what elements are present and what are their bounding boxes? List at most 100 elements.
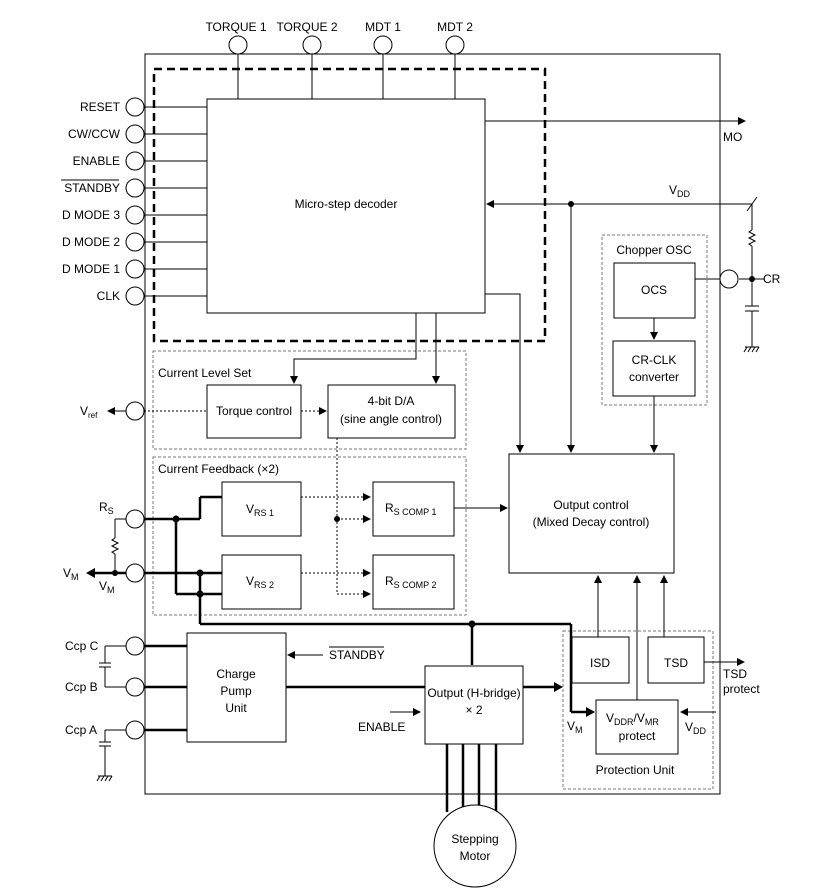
cr-resistor: [747, 229, 757, 247]
feedback-group-label: Current Feedback (×2): [158, 462, 279, 476]
vddr-block: [595, 699, 679, 755]
pin-mdt1: [373, 35, 393, 55]
ocs-block: [613, 262, 696, 319]
vdd-prot-label: VDD: [685, 720, 707, 736]
pin-label-dmode3: D MODE 3: [62, 208, 120, 222]
cr-label: CR: [763, 272, 781, 286]
charge-pump-label-3: Unit: [225, 701, 247, 715]
vm-label-left: VM: [63, 566, 79, 582]
pin-ccp-a: [125, 720, 145, 740]
hbridge-block: [424, 665, 524, 745]
pin-label-mdt2: MDT 2: [437, 20, 473, 34]
protection-group: [562, 630, 714, 790]
crclk-label-2: converter: [629, 370, 679, 384]
output-control-block: [508, 453, 675, 574]
pin-label-dmode2: D MODE 2: [62, 235, 120, 249]
pin-torque1: [228, 35, 248, 55]
torque-control-block: [206, 384, 302, 439]
feedback-group: [152, 456, 467, 616]
pin-label-dmode1: D MODE 1: [62, 262, 120, 276]
decoder-region: [152, 67, 547, 343]
stepping-motor: [433, 804, 517, 888]
mo-label: MO: [723, 130, 742, 144]
pin-clk: [125, 286, 145, 306]
output-control-label-2: (Mixed Decay control): [533, 515, 650, 529]
ccp-b-label: Ccp B: [65, 680, 98, 694]
pin-label-standby: STANDBY: [64, 181, 120, 195]
tsd-block: [647, 636, 705, 684]
pin-mdt2: [445, 35, 465, 55]
comp1-label: RS COMP 1: [385, 501, 437, 517]
vrs1-label: VRS 1: [246, 502, 274, 518]
vrs2-block: [221, 554, 302, 610]
pin-enable: [125, 151, 145, 171]
tsd-label: TSD: [664, 656, 688, 670]
charge-pump-label-1: Charge: [216, 667, 256, 681]
vddr-label-1: VDDR/VMR: [606, 711, 659, 727]
hbridge-label-1: Output (H-bridge): [427, 686, 520, 700]
pin-vref: [125, 401, 145, 421]
standby-input-label: STANDBY: [329, 648, 385, 662]
pin-reset: [125, 97, 145, 117]
vrs2-label: VRS 2: [246, 574, 274, 590]
pin-label-clk: CLK: [97, 289, 120, 303]
comp2-block: [372, 554, 455, 610]
tsd-protect-label-2: protect: [723, 682, 760, 696]
chopper-group-label: Chopper OSC: [616, 243, 692, 257]
micro-step-decoder-label: Micro-step decoder: [295, 197, 398, 211]
pin-label-enable: ENABLE: [73, 154, 120, 168]
micro-step-decoder: [206, 98, 486, 314]
pin-dmode2: [125, 232, 145, 252]
isd-block: [571, 636, 630, 684]
output-control-label-1: Output control: [553, 498, 628, 512]
rs-resistor: [110, 537, 120, 555]
pin-label-mdt1: MDT 1: [365, 20, 401, 34]
pin-vm: [125, 563, 145, 583]
ccp-c-label: Ccp C: [65, 639, 99, 653]
vref-label: Vref: [80, 404, 98, 420]
pin-label-cwccw: CW/CCW: [68, 127, 121, 141]
pin-ccp-c: [125, 636, 145, 656]
pin-cwccw: [125, 124, 145, 144]
crclk-block: [612, 340, 696, 397]
comp1-block: [372, 481, 455, 537]
charge-pump-block: [186, 632, 287, 743]
enable-input-label: ENABLE: [358, 720, 405, 734]
torque-control-label: Torque control: [216, 404, 292, 418]
vm-prot-label: VM: [567, 719, 583, 735]
vrs1-block: [221, 481, 302, 537]
pin-standby: [125, 178, 145, 198]
comp2-label: RS COMP 2: [385, 574, 437, 590]
hbridge-label-2: × 2: [465, 703, 482, 717]
pin-torque2: [302, 35, 322, 55]
pin-label-torque2: TORQUE 2: [276, 20, 337, 34]
pin-dmode3: [125, 205, 145, 225]
da-label-2: (sine angle control): [340, 412, 442, 426]
ocs-label: OCS: [641, 283, 667, 297]
tsd-protect-label-1: TSD: [723, 667, 747, 681]
pin-label-torque1: TORQUE 1: [205, 20, 266, 34]
chip-outline: [144, 53, 721, 795]
rs-label: RS: [99, 500, 114, 516]
pin-label-reset: RESET: [80, 100, 121, 114]
da-label-1: 4-bit D/A: [368, 394, 415, 408]
pin-dmode1: [125, 259, 145, 279]
vm-label-below: VM: [99, 579, 115, 595]
ground-icon-ccp: [96, 775, 113, 782]
current-level-group-label: Current Level Set: [158, 366, 252, 380]
isd-label: ISD: [590, 656, 610, 670]
vddr-label-2: protect: [619, 729, 656, 743]
current-level-group: [152, 350, 467, 450]
pin-cr: [719, 269, 739, 289]
pin-ccp-b: [125, 677, 145, 697]
protection-group-label: Protection Unit: [596, 763, 675, 777]
crclk-label-1: CR-CLK: [632, 353, 677, 367]
top-pins: TORQUE 1 TORQUE 2 MDT 1 MDT 2: [205, 20, 473, 99]
charge-pump-label-2: Pump: [220, 684, 252, 698]
vdd-label: VDD: [669, 183, 691, 199]
motor-label-2: Motor: [460, 849, 491, 863]
da-block: [327, 384, 456, 439]
ccp-a-label: Ccp A: [65, 723, 97, 737]
pin-rs: [125, 509, 145, 529]
